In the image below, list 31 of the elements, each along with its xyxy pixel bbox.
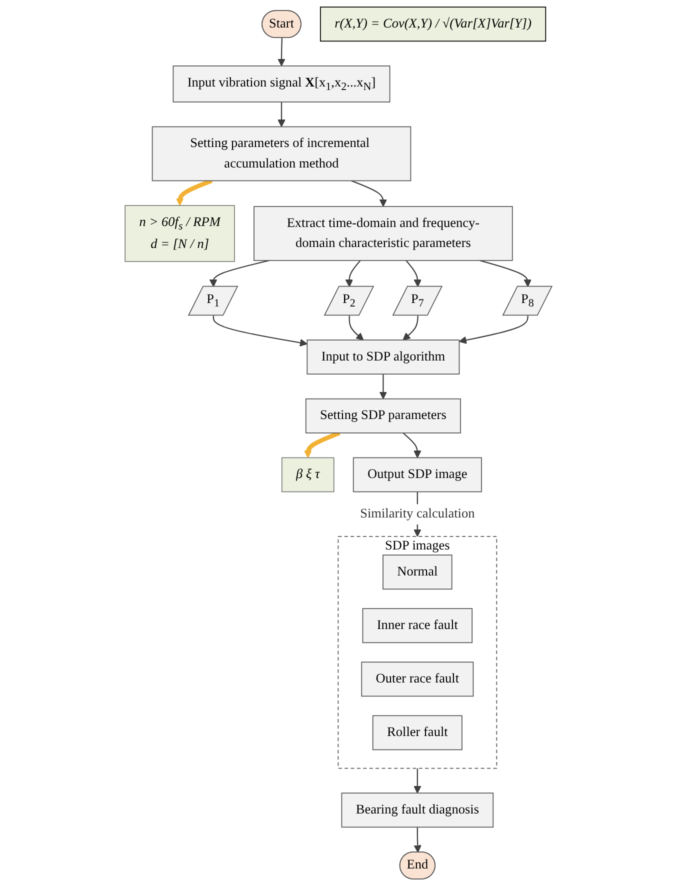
arrow <box>479 260 532 288</box>
node-box: Output SDP image <box>352 457 482 492</box>
arrow <box>176 178 213 206</box>
node-box: Outer race fault <box>361 662 474 697</box>
arrow <box>345 260 361 288</box>
arrow <box>278 38 286 66</box>
arrow <box>209 260 270 288</box>
arrow <box>348 316 364 340</box>
arrow <box>406 260 422 288</box>
node-box: Extract time-domain and frequency-domain characteristic parameters <box>254 206 513 261</box>
node-box: Setting parameters of incremental accumulation method <box>152 126 412 182</box>
node-box: Inner race fault <box>362 608 473 644</box>
arrow <box>402 316 418 340</box>
arrow <box>351 180 388 207</box>
node-box: Bearing fault diagnosis <box>341 792 494 828</box>
node-box: r(X,Y) = Cov(X,Y) / √(Var[X]Var[Y]) <box>320 6 546 42</box>
edge-label: Similarity calculation <box>360 506 475 521</box>
arrow <box>414 768 422 794</box>
node-box: Normal <box>382 554 452 590</box>
arrow <box>212 316 308 347</box>
node-box: Input to SDP algorithm <box>306 340 460 375</box>
arrow <box>278 102 286 128</box>
node-box: Roller fault <box>372 715 462 750</box>
arrow <box>402 432 422 458</box>
node-box: β ξ τ <box>281 457 334 492</box>
node-box: Setting SDP parameters <box>305 398 461 434</box>
arrow <box>304 430 340 458</box>
node-box: Input vibration signal X[x$_{1}$,x$_{2}$...x$_{N}$] <box>172 65 390 102</box>
arrow <box>414 827 422 853</box>
arrow <box>458 316 528 344</box>
arrow <box>379 374 388 400</box>
